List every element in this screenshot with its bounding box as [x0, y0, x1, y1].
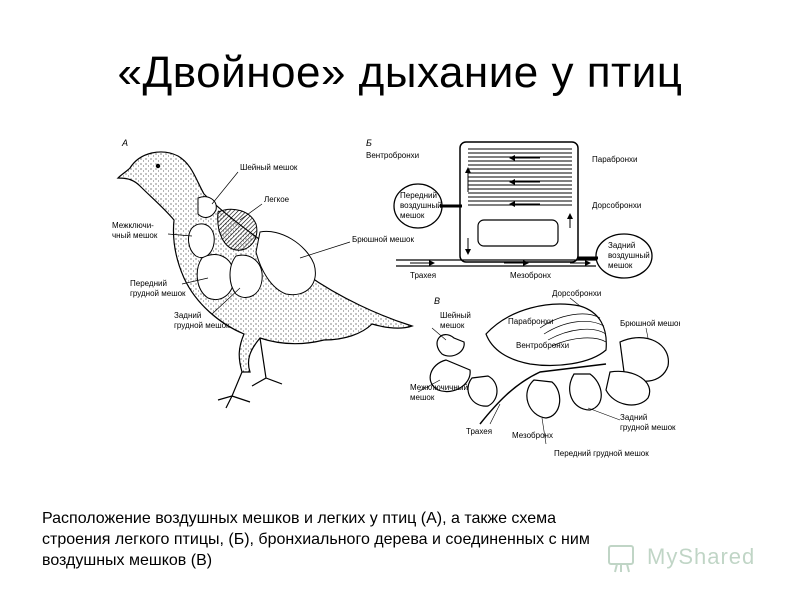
label-anterior-air-sac-2: воздушный: [400, 201, 442, 210]
panel-a-letter: А: [121, 138, 128, 148]
parabronchi-stripes: [468, 148, 572, 208]
anterior-thoracic-sac-c: [527, 380, 560, 418]
lower-chamber: [478, 220, 558, 246]
label-mesobronchus: Мезобронх: [510, 271, 551, 280]
bird-eye: [156, 164, 160, 168]
bird-leg: [218, 372, 250, 408]
label-posterior-air-sac-3: мешок: [608, 261, 633, 270]
label-anterior-air-sac-3: мешок: [400, 211, 425, 220]
panel-b: Б: [366, 138, 652, 280]
label-neck-sac: Шейный мешок: [240, 163, 298, 172]
interclavicular-sac-c-2: [468, 376, 497, 406]
label-ventrobronchi-c: Вентробронхи: [516, 341, 569, 350]
anterior-thoracic-sac-shape: [197, 255, 234, 300]
myshared-logo-icon: [605, 540, 641, 576]
label-interclavicular-sac-c: Межключичный: [410, 383, 468, 392]
label-interclavicular-sac-c-2: мешок: [410, 393, 435, 402]
label-dorsobronchi: Дорсобронхи: [592, 201, 641, 210]
figure-drawing: А Шейный мешок: [100, 128, 680, 468]
neck-sac-c: [437, 335, 464, 356]
label-posterior-thoracic-sac-c: Задний: [620, 413, 647, 422]
label-posterior-air-sac: Задний: [608, 241, 635, 250]
posterior-thoracic-sac-shape: [230, 255, 262, 297]
label-neck-sac-c-2: мешок: [440, 321, 465, 330]
slide-title: «Двойное» дыхание у птиц: [0, 48, 800, 98]
label-posterior-thoracic-sac-c-2: грудной мешок: [620, 423, 676, 432]
neck-sac-shape: [198, 197, 216, 218]
label-interclavicular-sac-2: чный мешок: [112, 231, 158, 240]
label-anterior-thoracic-sac-c: Передний грудной мешок: [554, 449, 649, 458]
label-neck-sac-c: Шейный: [440, 311, 471, 320]
panel-c-letter: В: [434, 296, 440, 306]
posterior-thoracic-sac-c: [570, 374, 602, 410]
label-abdominal-sac: Брюшной мешок: [352, 235, 414, 244]
label-trachea-c: Трахея: [466, 427, 492, 436]
label-lung: Легкое: [264, 195, 290, 204]
label-anterior-air-sac: Передний: [400, 191, 437, 200]
label-ventrobronchi: Вентробронхи: [366, 151, 419, 160]
watermark: MyShared: [605, 540, 780, 580]
bird-leg: [252, 338, 282, 386]
label-posterior-thoracic-sac: Задний: [174, 311, 201, 320]
interclavicular-sac-shape: [189, 224, 215, 258]
panel-c: В: [410, 289, 680, 458]
bird-respiration-figure: А Шейный мешок: [100, 128, 680, 468]
label-posterior-air-sac-2: воздушный: [608, 251, 650, 260]
label-anterior-thoracic-sac-2: грудной мешок: [130, 289, 186, 298]
label-parabronchi: Парабронхи: [592, 155, 637, 164]
lung-fan: [486, 304, 606, 365]
label-dorsobronchi-c: Дорсобронхи: [552, 289, 601, 298]
label-anterior-thoracic-sac: Передний: [130, 279, 167, 288]
label-abdominal-sac-c: Брюшной мешок: [620, 319, 680, 328]
label-trachea: Трахея: [410, 271, 436, 280]
label-mesobronchus-c: Мезобронх: [512, 431, 553, 440]
panel-b-letter: Б: [366, 138, 372, 148]
caption-line-1: Расположение воздушных мешков и легких у…: [42, 508, 742, 529]
watermark-text: MyShared: [647, 544, 755, 570]
label-parabronchi-c: Парабронхи: [508, 317, 553, 326]
panel-a: А Шейный мешок: [112, 138, 414, 408]
label-posterior-thoracic-sac-2: грудной мешок: [174, 321, 230, 330]
label-interclavicular-sac: Межключи-: [112, 221, 154, 230]
